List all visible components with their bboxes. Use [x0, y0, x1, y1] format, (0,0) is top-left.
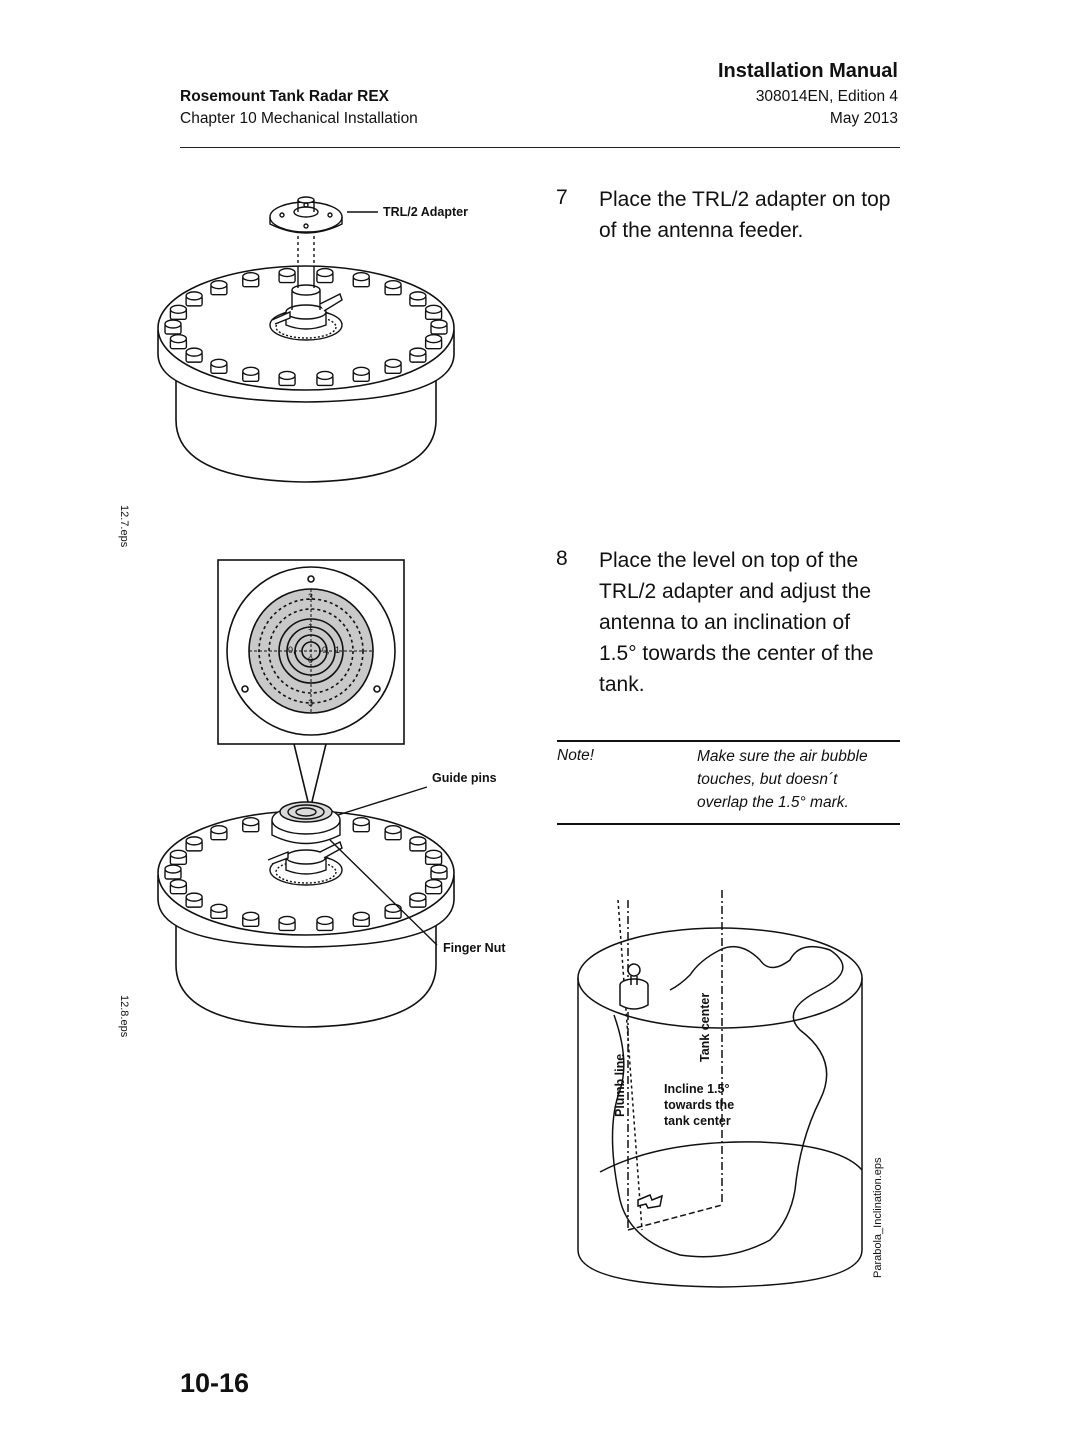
flange-bolt	[424, 333, 443, 350]
flange-bolt	[169, 849, 188, 866]
flange-bolt	[316, 812, 334, 829]
scale-mark: 0,	[322, 645, 330, 655]
note-text: Make sure the air bubble touches, but do…	[697, 745, 868, 814]
scale-mark: 3	[308, 592, 314, 602]
incline-line: towards the	[664, 1098, 735, 1112]
flange-bolt	[210, 825, 228, 841]
flange-bolt	[424, 304, 443, 321]
step-8-line: antenna to an inclination of	[599, 611, 851, 634]
chapter-title: Chapter 10 Mechanical Installation	[180, 110, 418, 127]
header-rule	[180, 147, 900, 148]
flange-bolt	[185, 836, 203, 852]
note-rule-top	[557, 740, 900, 742]
document-number: 308014EN, Edition 4	[755, 88, 898, 105]
step-8-text: Place the level on top of the TRL/2 adap…	[599, 545, 874, 700]
manual-title: Installation Manual	[717, 60, 898, 82]
flange-bolt	[430, 319, 448, 335]
finger-nut-label: Finger Nut	[443, 941, 506, 955]
publication-date: May 2013	[829, 110, 898, 127]
flange-bolt	[352, 271, 370, 288]
note-label: Note!	[557, 747, 595, 764]
flange-bolt	[352, 366, 370, 383]
step-8-line: TRL/2 adapter and adjust the	[599, 580, 872, 603]
note-line: touches, but doesn´t	[697, 771, 838, 788]
figure-file-parabola: Parabola_Inclination.eps	[872, 1157, 884, 1278]
figure-file-12-7: 12.7.eps	[118, 505, 130, 548]
flange-bolt	[409, 836, 427, 852]
flange-bolt	[185, 291, 203, 307]
flange-bolt	[278, 267, 296, 284]
flange-bolt	[278, 915, 296, 932]
scale-mark: 1	[335, 645, 341, 655]
step-7-number: 7	[556, 186, 568, 209]
trl2-adapter-label: TRL/2 Adapter	[383, 205, 468, 219]
flange-bolt	[384, 280, 402, 296]
flange-bolt	[424, 849, 443, 866]
flange-bolt	[316, 267, 334, 284]
step-8-line: 1.5° towards the center of the	[599, 642, 874, 665]
scale-mark: 0	[308, 655, 314, 665]
flange-bolt	[185, 892, 203, 908]
note-line: overlap the 1.5° mark.	[697, 794, 849, 811]
step-7-line: of the antenna feeder.	[599, 219, 804, 242]
flange-bolt	[430, 864, 448, 880]
flange-bolt	[384, 903, 402, 919]
tank-center-label: Tank center	[698, 992, 712, 1062]
flange-bolt	[352, 816, 370, 833]
flange-bolt	[210, 903, 228, 919]
plumb-line-label: Plumb line	[613, 1053, 627, 1117]
flange-bolt	[169, 878, 188, 895]
flange-bolt	[384, 358, 402, 374]
step-8-line: Place the level on top of the	[599, 549, 859, 572]
flange-bolt	[169, 304, 188, 321]
scale-mark: 3	[308, 698, 314, 708]
page-number: 10-16	[180, 1368, 250, 1398]
flange-bolt	[316, 915, 334, 932]
flange-bolt	[409, 892, 427, 908]
flange-bolt	[185, 347, 203, 363]
step-7-text: Place the TRL/2 adapter on top of the an…	[599, 184, 890, 246]
note-line: Make sure the air bubble	[697, 748, 868, 765]
product-name: Rosemount Tank Radar REX	[180, 88, 390, 105]
flange-bolt	[384, 825, 402, 841]
flange-bolt	[409, 291, 427, 307]
guide-pins-label: Guide pins	[432, 771, 497, 785]
step-7-line: Place the TRL/2 adapter on top	[599, 188, 891, 211]
flange-bolt	[278, 370, 296, 387]
incline-label: Incline 1.5° towards the tank center	[664, 1081, 734, 1129]
flange-bolt	[210, 358, 228, 374]
flange-bolt	[409, 347, 427, 363]
scale-mark: 1	[308, 622, 314, 632]
figure-file-12-8: 12.8.eps	[118, 995, 130, 1038]
flange-bolt	[169, 333, 188, 350]
flange-bolt	[242, 911, 260, 928]
incline-line: Incline 1.5°	[664, 1082, 730, 1096]
flange-bolt	[424, 878, 443, 895]
flange-bolt	[352, 911, 370, 928]
step-8-line: tank.	[599, 673, 645, 696]
flange-bolt	[278, 812, 296, 829]
flange-bolt	[164, 864, 182, 880]
flange-bolt	[242, 816, 260, 833]
flange-bolt	[316, 370, 334, 387]
incline-line: tank center	[664, 1114, 731, 1128]
flange-bolt	[242, 271, 260, 288]
step-8-number: 8	[556, 547, 568, 570]
flange-bolt	[164, 319, 182, 335]
note-rule-bottom	[557, 823, 900, 825]
flange-bolt	[210, 280, 228, 296]
scale-mark: 0,	[288, 645, 296, 655]
flange-bolt	[242, 366, 260, 383]
